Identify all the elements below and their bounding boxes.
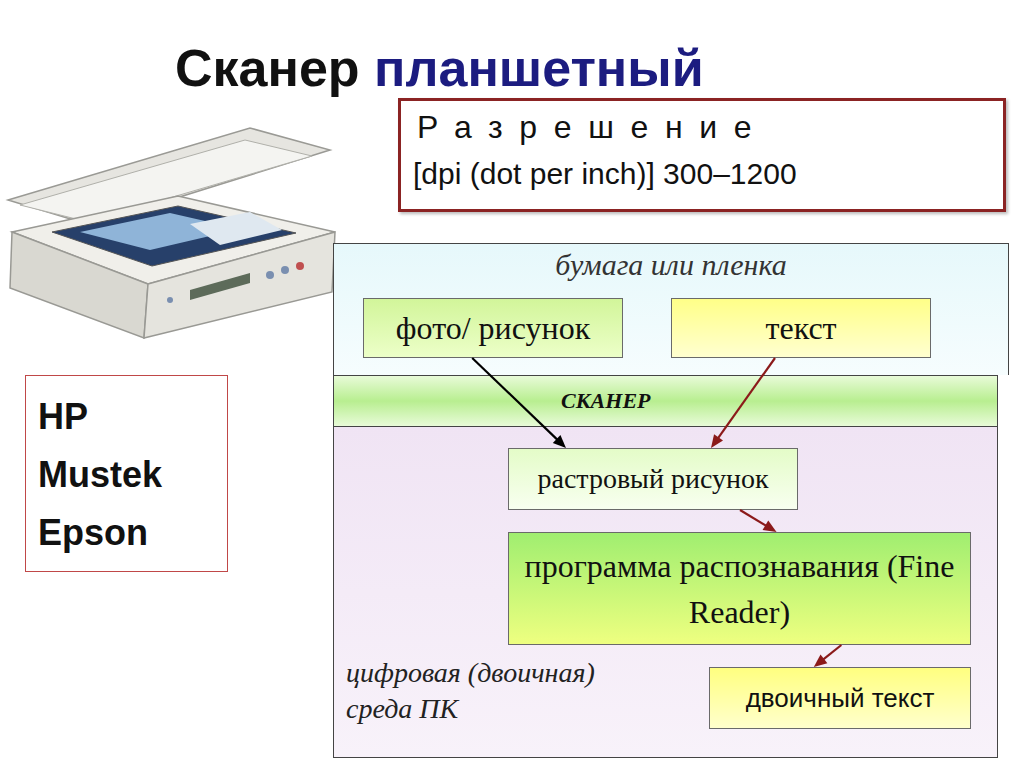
arrow-connector [740,510,777,532]
node-text: растровый рисунок [537,463,768,495]
node-text: фото/ рисунок [396,310,590,347]
scanner-band: СКАНЕР [333,375,998,426]
scanner-illustration [0,125,345,350]
scanner-button [281,266,289,274]
arrow-head [711,434,723,448]
digital-band: цифровая (двоичная) среда ПК растровый ри… [333,426,998,758]
node-text: текст [765,310,836,347]
ocr-box: программа распознавания (Fine Reader) [508,532,971,645]
scanner-button [296,262,304,270]
arrow-line [472,358,558,440]
scanner-side [144,232,335,338]
arrow-connector [814,645,842,667]
arrow-head [553,435,566,448]
arrow-connector [472,358,566,448]
arrow-head [763,521,777,532]
arrow-line [822,645,841,660]
scanner-button [266,271,274,279]
arrow-connector [711,358,775,448]
node-text: двоичный текст [746,683,935,714]
raster-box: растровый рисунок [508,448,798,510]
node-text: HP Mustek Epson [38,388,208,562]
output-box: двоичный текст [709,667,971,729]
node-text: бумага или пленка [334,248,1008,282]
node-text: Разрешение [417,109,768,146]
scanner-front [10,232,148,338]
scanner-display [190,273,250,300]
page-title: Сканер планшетный [175,38,704,98]
arrow-head [814,655,828,667]
brand-box: HP Mustek Epson [25,375,228,572]
node-text: программа распознавания (Fine Reader) [519,543,960,635]
node-text: цифровая (двоичная) среда ПК [346,655,664,727]
arrow-line [740,510,767,526]
arrow-line [717,358,775,439]
scanner-button [167,297,173,303]
media-band: бумага или пленка фото/ рисунок текст [333,243,1009,375]
input-box: текст [671,298,931,358]
input-box: фото/ рисунок [363,298,623,358]
node-text: СКАНЕР [561,388,651,414]
scanned-page [190,212,282,245]
node-text: [dpi (dot per inch)] 300–1200 [413,157,797,191]
resolution-box: Разрешение [dpi (dot per inch)] 300–1200 [398,98,1006,212]
